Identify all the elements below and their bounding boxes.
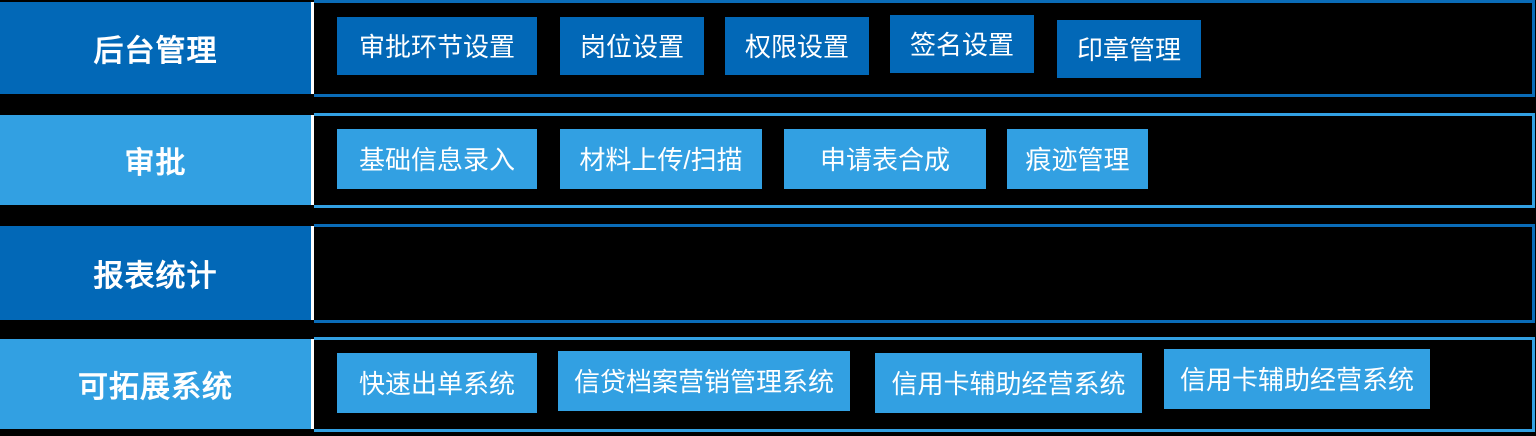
row-label-extensible-systems: 可拓展系统 [0, 339, 314, 429]
row-label-backend-management: 后台管理 [0, 2, 314, 94]
block-position-settings: 岗位设置 [560, 16, 704, 75]
block-permission-settings: 权限设置 [725, 16, 869, 75]
row-extensible-systems: 可拓展系统 快速出单系统 信贷档案营销管理系统 信用卡辅助经营系统 信用卡辅助经… [0, 337, 1536, 432]
block-approval-step-settings: 审批环节设置 [337, 16, 537, 75]
row-content-extensible-systems: 快速出单系统 信贷档案营销管理系统 信用卡辅助经营系统 信用卡辅助经营系统 [314, 337, 1535, 432]
block-quick-issue-system: 快速出单系统 [337, 352, 537, 413]
block-basic-info-entry: 基础信息录入 [337, 128, 537, 189]
block-seal-management: 印章管理 [1057, 19, 1201, 78]
row-content-backend-management: 审批环节设置 岗位设置 权限设置 签名设置 印章管理 [314, 0, 1535, 97]
row-content-report-statistics [314, 224, 1535, 323]
row-label-approval: 审批 [0, 115, 314, 205]
row-backend-management: 后台管理 审批环节设置 岗位设置 权限设置 签名设置 印章管理 [0, 0, 1536, 97]
block-credit-card-assist-system-1: 信用卡辅助经营系统 [875, 352, 1142, 413]
block-signature-settings: 签名设置 [890, 14, 1034, 73]
row-content-approval: 基础信息录入 材料上传/扫描 申请表合成 痕迹管理 [314, 113, 1535, 208]
block-credit-card-assist-system-2: 信用卡辅助经营系统 [1164, 348, 1430, 409]
block-credit-archive-marketing-system: 信贷档案营销管理系统 [558, 350, 850, 411]
row-approval: 审批 基础信息录入 材料上传/扫描 申请表合成 痕迹管理 [0, 113, 1536, 208]
block-application-form-composition: 申请表合成 [784, 128, 986, 189]
block-trace-management: 痕迹管理 [1007, 128, 1148, 189]
row-label-report-statistics: 报表统计 [0, 226, 314, 320]
block-material-upload-scan: 材料上传/扫描 [560, 128, 762, 189]
row-report-statistics: 报表统计 [0, 224, 1536, 323]
